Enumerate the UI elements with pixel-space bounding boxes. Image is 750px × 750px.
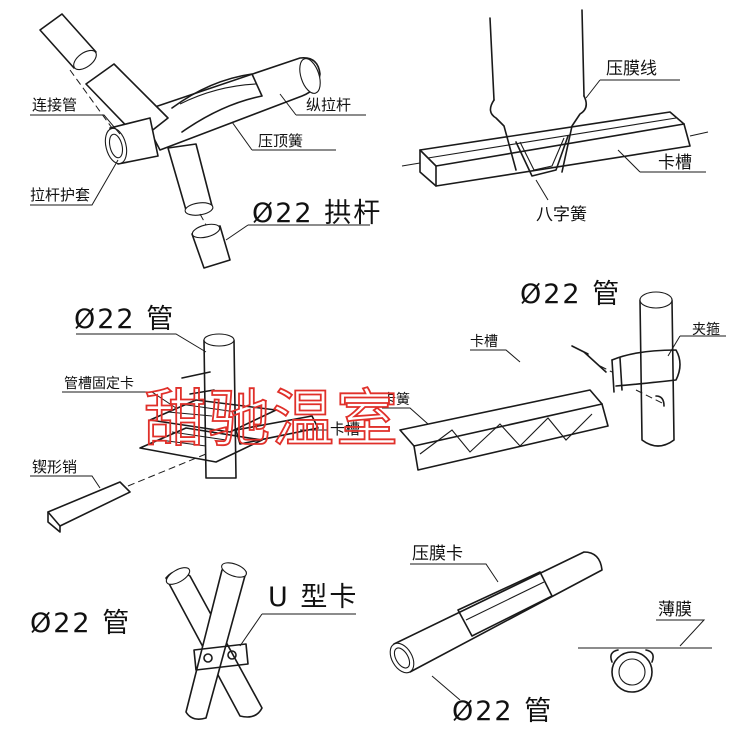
label-film: 薄膜	[658, 600, 692, 620]
panel-u-clip: Ø22 管 U 型卡	[30, 562, 358, 720]
label-rail: 卡槽	[658, 153, 692, 173]
panel-connector: 连接管 纵拉杆 压顶簧 拉杆护套 Ø22 拱杆	[30, 13, 382, 269]
label-u-clip: U 型卡	[268, 582, 358, 613]
panel-rail-fixing: Ø22 管 管槽固定卡 卡槽 锲形销	[30, 304, 360, 533]
label-hoop: 夹箍	[692, 321, 720, 338]
label-connecting-pipe: 连接管	[32, 96, 77, 114]
panel-rail-spring: 压膜线 卡槽 八字簧	[401, 9, 709, 225]
loose-tube-top	[39, 13, 97, 71]
label-pipe-4: Ø22 管	[452, 696, 553, 727]
label-pipe-3: Ø22 管	[30, 608, 131, 639]
label-rail-2: 卡槽	[330, 420, 360, 438]
label-film-wire: 压膜线	[606, 59, 657, 79]
panel-film-clip: 压膜卡 薄膜 Ø22 管	[389, 544, 712, 727]
label-film-clip: 压膜卡	[412, 544, 463, 564]
watermark: 甜驰温室	[144, 382, 400, 455]
panel-clamp: Ø22 管 夹箍 卡槽 卡簧	[382, 279, 726, 471]
label-zigzag-spring: 八字簧	[536, 205, 587, 225]
label-rail-3: 卡槽	[470, 334, 498, 350]
loose-tube-bottom	[191, 223, 231, 269]
label-rod-sleeve: 拉杆护套	[30, 186, 90, 204]
label-wedge-pin: 锲形销	[32, 458, 77, 476]
label-rail-clip: 管槽固定卡	[64, 376, 134, 392]
label-rail-side: 卡簧	[382, 392, 410, 408]
label-pipe-2: Ø22 管	[520, 279, 621, 310]
label-pipe-1: Ø22 管	[74, 304, 175, 335]
label-longitudinal-rod: 纵拉杆	[306, 96, 351, 114]
label-arch-pipe: Ø22 拱杆	[252, 198, 382, 229]
label-top-spring: 压顶簧	[258, 132, 303, 150]
